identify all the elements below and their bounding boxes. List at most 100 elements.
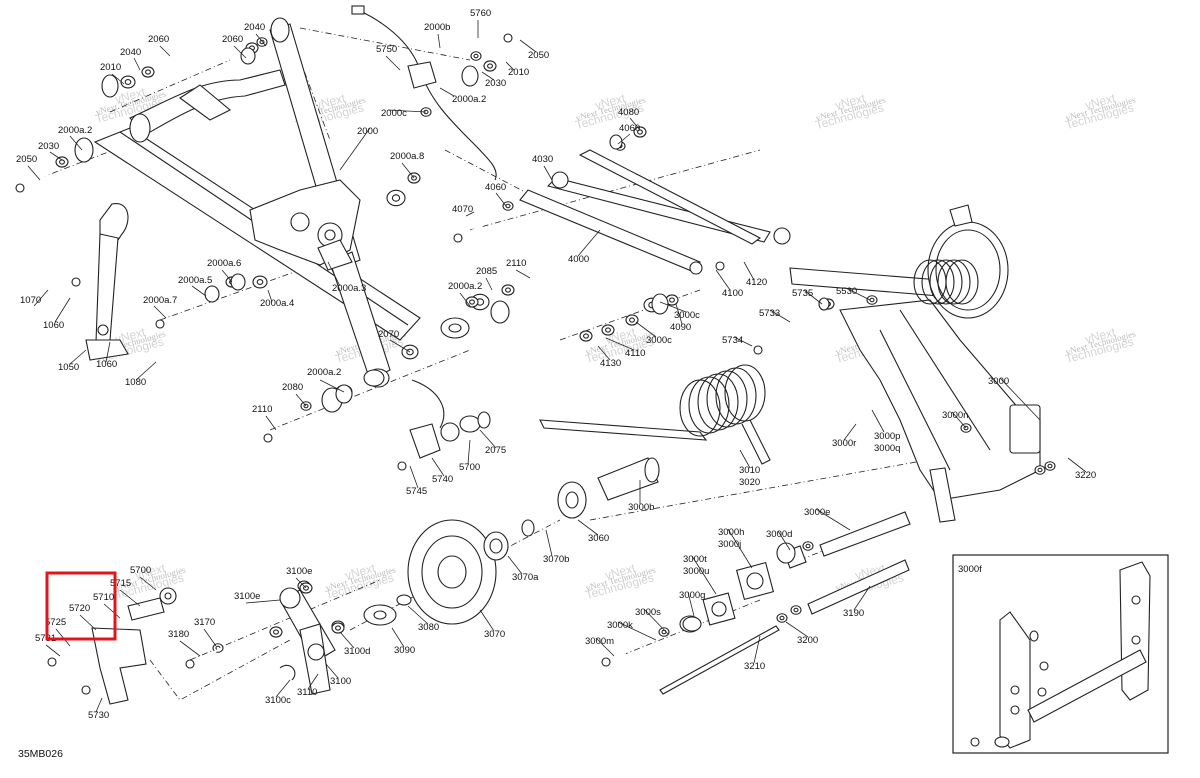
part-label: 2060 (222, 34, 243, 45)
part-label: 3000c (646, 335, 672, 346)
part-label: 3000e (804, 507, 830, 518)
part-label: 3000 (988, 376, 1009, 387)
part-label: 3070a (512, 572, 539, 583)
part-label: 4080 (618, 107, 639, 118)
part-label: 2000a.5 (178, 275, 212, 286)
document-code: 35MB026 (18, 748, 63, 760)
inset-3000f: 3000f (952, 554, 1169, 754)
swing-arm-assembly (93, 17, 470, 388)
link-rods (519, 149, 791, 275)
part-label: 2080 (282, 382, 303, 393)
part-label: 5700 (459, 462, 480, 473)
sensor-assembly-5700-mid (409, 379, 491, 459)
sensor-cable-5750 (351, 5, 497, 181)
part-label: 5710 (93, 592, 114, 603)
part-label: 1070 (20, 295, 41, 306)
part-label: 2000c (381, 108, 407, 119)
part-label: 3100e (286, 566, 312, 577)
part-label: 5760 (470, 8, 491, 19)
part-label: 4060 (619, 123, 640, 134)
part-label: 3100 (330, 676, 351, 687)
part-label: 5715 (110, 578, 131, 589)
part-label: 2110 (252, 404, 272, 415)
part-label: 2000a.6 (207, 258, 241, 269)
part-label: 5733 (759, 308, 780, 319)
inset-title: 3000f (958, 564, 982, 575)
part-label: 5720 (69, 603, 90, 614)
part-label: 3100d (344, 646, 370, 657)
part-label: 3200 (797, 635, 818, 646)
part-label: 5750 (376, 44, 397, 55)
part-label: 5700 (130, 565, 151, 576)
part-label: 3210 (744, 661, 765, 672)
part-label: 3000q (874, 443, 900, 454)
part-label: 5730 (88, 710, 109, 721)
part-label: 5530 (836, 286, 857, 297)
part-label: 2000a.2 (307, 367, 341, 378)
part-label: 3000j (718, 539, 741, 550)
part-label: 2000a.4 (260, 298, 294, 309)
part-label: 3000b (628, 502, 654, 513)
part-label: 3220 (1075, 470, 1096, 481)
part-label: 3000p (874, 431, 900, 442)
part-label: 2050 (528, 50, 549, 61)
part-label: 2000a.3 (332, 283, 366, 294)
part-label: 2010 (100, 62, 121, 73)
part-label: 3000u (683, 566, 709, 577)
part-label: 2000a.2 (452, 94, 486, 105)
part-label: 3000s (635, 607, 661, 618)
pedal-arm-1050 (85, 203, 129, 361)
part-label: 2000a.2 (448, 281, 482, 292)
part-label: 2040 (120, 47, 141, 58)
part-label: 2000a.7 (143, 295, 177, 306)
part-label: 3000m (585, 636, 614, 647)
part-label: 2075 (485, 445, 506, 456)
part-label: 1060 (43, 320, 64, 331)
part-label: 4000 (568, 254, 589, 265)
part-label: 5735 (792, 288, 813, 299)
part-label: 3000h (718, 527, 744, 538)
part-label: 5745 (406, 486, 427, 497)
part-label: 3000r (832, 438, 856, 449)
part-label: 4130 (600, 358, 621, 369)
part-label: 4070 (452, 204, 473, 215)
part-label: 2110 (506, 258, 526, 269)
part-label: 2060 (148, 34, 169, 45)
part-label: 5725 (45, 617, 66, 628)
part-label: 5734 (722, 335, 743, 346)
part-label: 2050 (16, 154, 37, 165)
lever-3100-assembly (279, 580, 412, 695)
part-label: 3080 (418, 622, 439, 633)
fasteners (15, 25, 1056, 753)
part-label: 3180 (168, 629, 189, 640)
part-label: 3000c (674, 310, 700, 321)
part-label: 3000d (766, 529, 792, 540)
part-label: 1080 (125, 377, 146, 388)
part-label: 3190 (843, 608, 864, 619)
part-label: 4030 (532, 154, 553, 165)
part-label: 4060 (485, 182, 506, 193)
rear-frame-3000 (789, 204, 1041, 523)
part-label: 2070 (378, 329, 399, 340)
part-label: 4120 (746, 277, 767, 288)
part-label: 3020 (739, 477, 760, 488)
part-label: 2040 (244, 22, 265, 33)
part-label: 2030 (38, 141, 59, 152)
part-label: 2085 (476, 266, 497, 277)
sensor-assembly-5700-lower (91, 587, 177, 705)
part-labels: 57602000b5750205020402060206020402010203… (16, 8, 1096, 736)
torsion-spring (539, 364, 771, 465)
part-label: 3000g (679, 590, 705, 601)
part-label: 4090 (670, 322, 691, 333)
part-label: 3000t (683, 554, 707, 565)
leader-lines (27, 20, 1087, 741)
part-label: 2000b (424, 22, 450, 33)
part-label: 2000a.2 (58, 125, 92, 136)
part-label: 3070b (543, 554, 569, 565)
part-label: 2000a.8 (390, 151, 424, 162)
part-label: 3100e (234, 591, 260, 602)
shafts-and-pulleys (407, 457, 911, 695)
highlight-box-5720 (45, 571, 117, 641)
